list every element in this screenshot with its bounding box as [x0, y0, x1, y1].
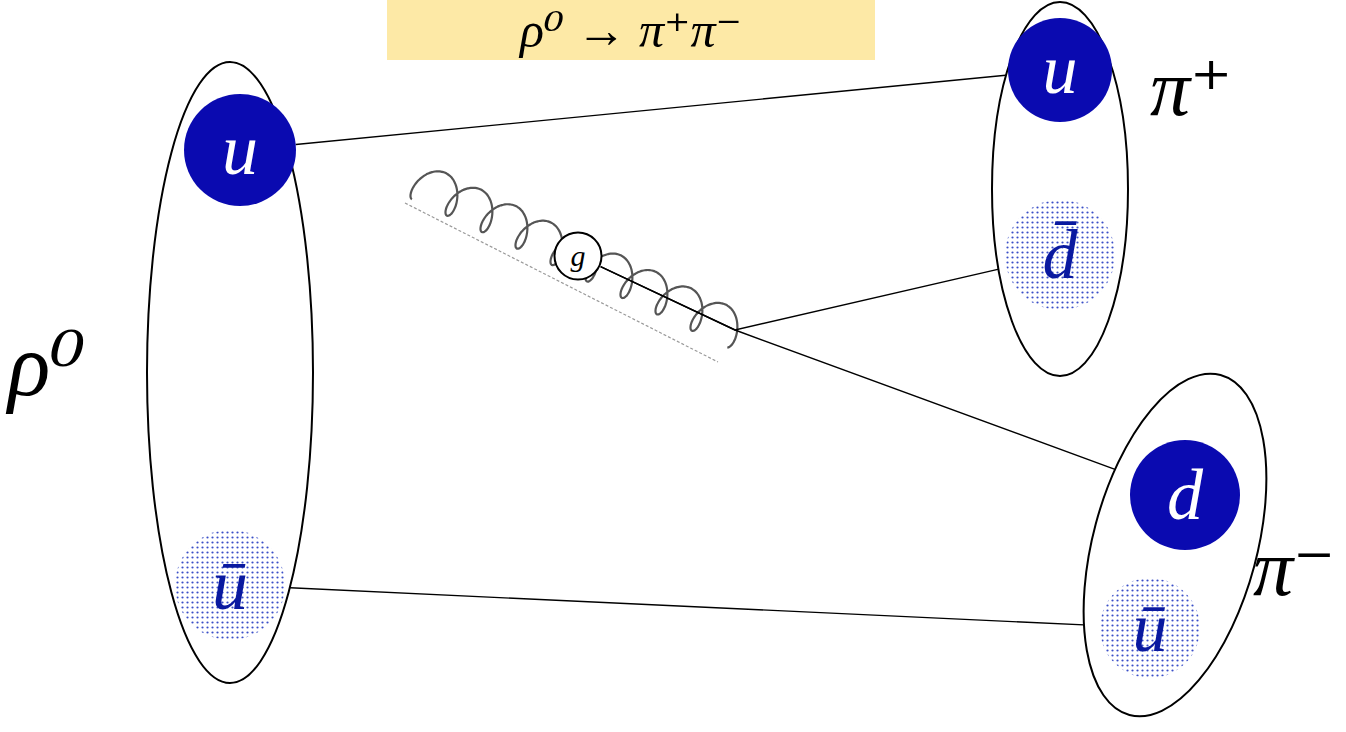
antiquark-circle: ū [175, 530, 285, 640]
particle-label: π⁻ [1253, 528, 1335, 608]
meson-ellipse: dūπ⁻ [1070, 360, 1280, 730]
gluon-spring [410, 171, 737, 347]
meson-ellipse: ud̄π⁺ [990, 0, 1130, 378]
antiquark-circle: d̄ [1005, 200, 1115, 310]
quark-symbol: d̄ [1043, 220, 1078, 290]
antiquark-circle: ū [1100, 578, 1200, 678]
quark-circle: u [184, 94, 296, 206]
quark-symbol: u [222, 114, 258, 186]
quark-circle: d [1130, 440, 1240, 550]
quark-circle: u [1008, 18, 1112, 122]
particle-label: ρ⁰ [8, 322, 86, 410]
quark-symbol: d [1167, 459, 1203, 531]
title-text: ρ⁰ → π⁺π⁻ [520, 5, 742, 55]
quark-line [285, 588, 1100, 626]
quark-symbol: ū [212, 549, 248, 621]
quark-symbol: u [1043, 35, 1078, 105]
quark-symbol: g [571, 241, 586, 271]
gluon-shadow-line [405, 203, 718, 362]
quark-line [296, 75, 1009, 145]
meson-ellipse: uūρ⁰ [145, 60, 315, 685]
quark-symbol: ū [1133, 593, 1168, 663]
title-banner: ρ⁰ → π⁺π⁻ [387, 0, 875, 60]
gluon-quark-line [601, 267, 1007, 330]
particle-label: π⁺ [1150, 48, 1232, 128]
gluon-circle: g [553, 231, 603, 281]
